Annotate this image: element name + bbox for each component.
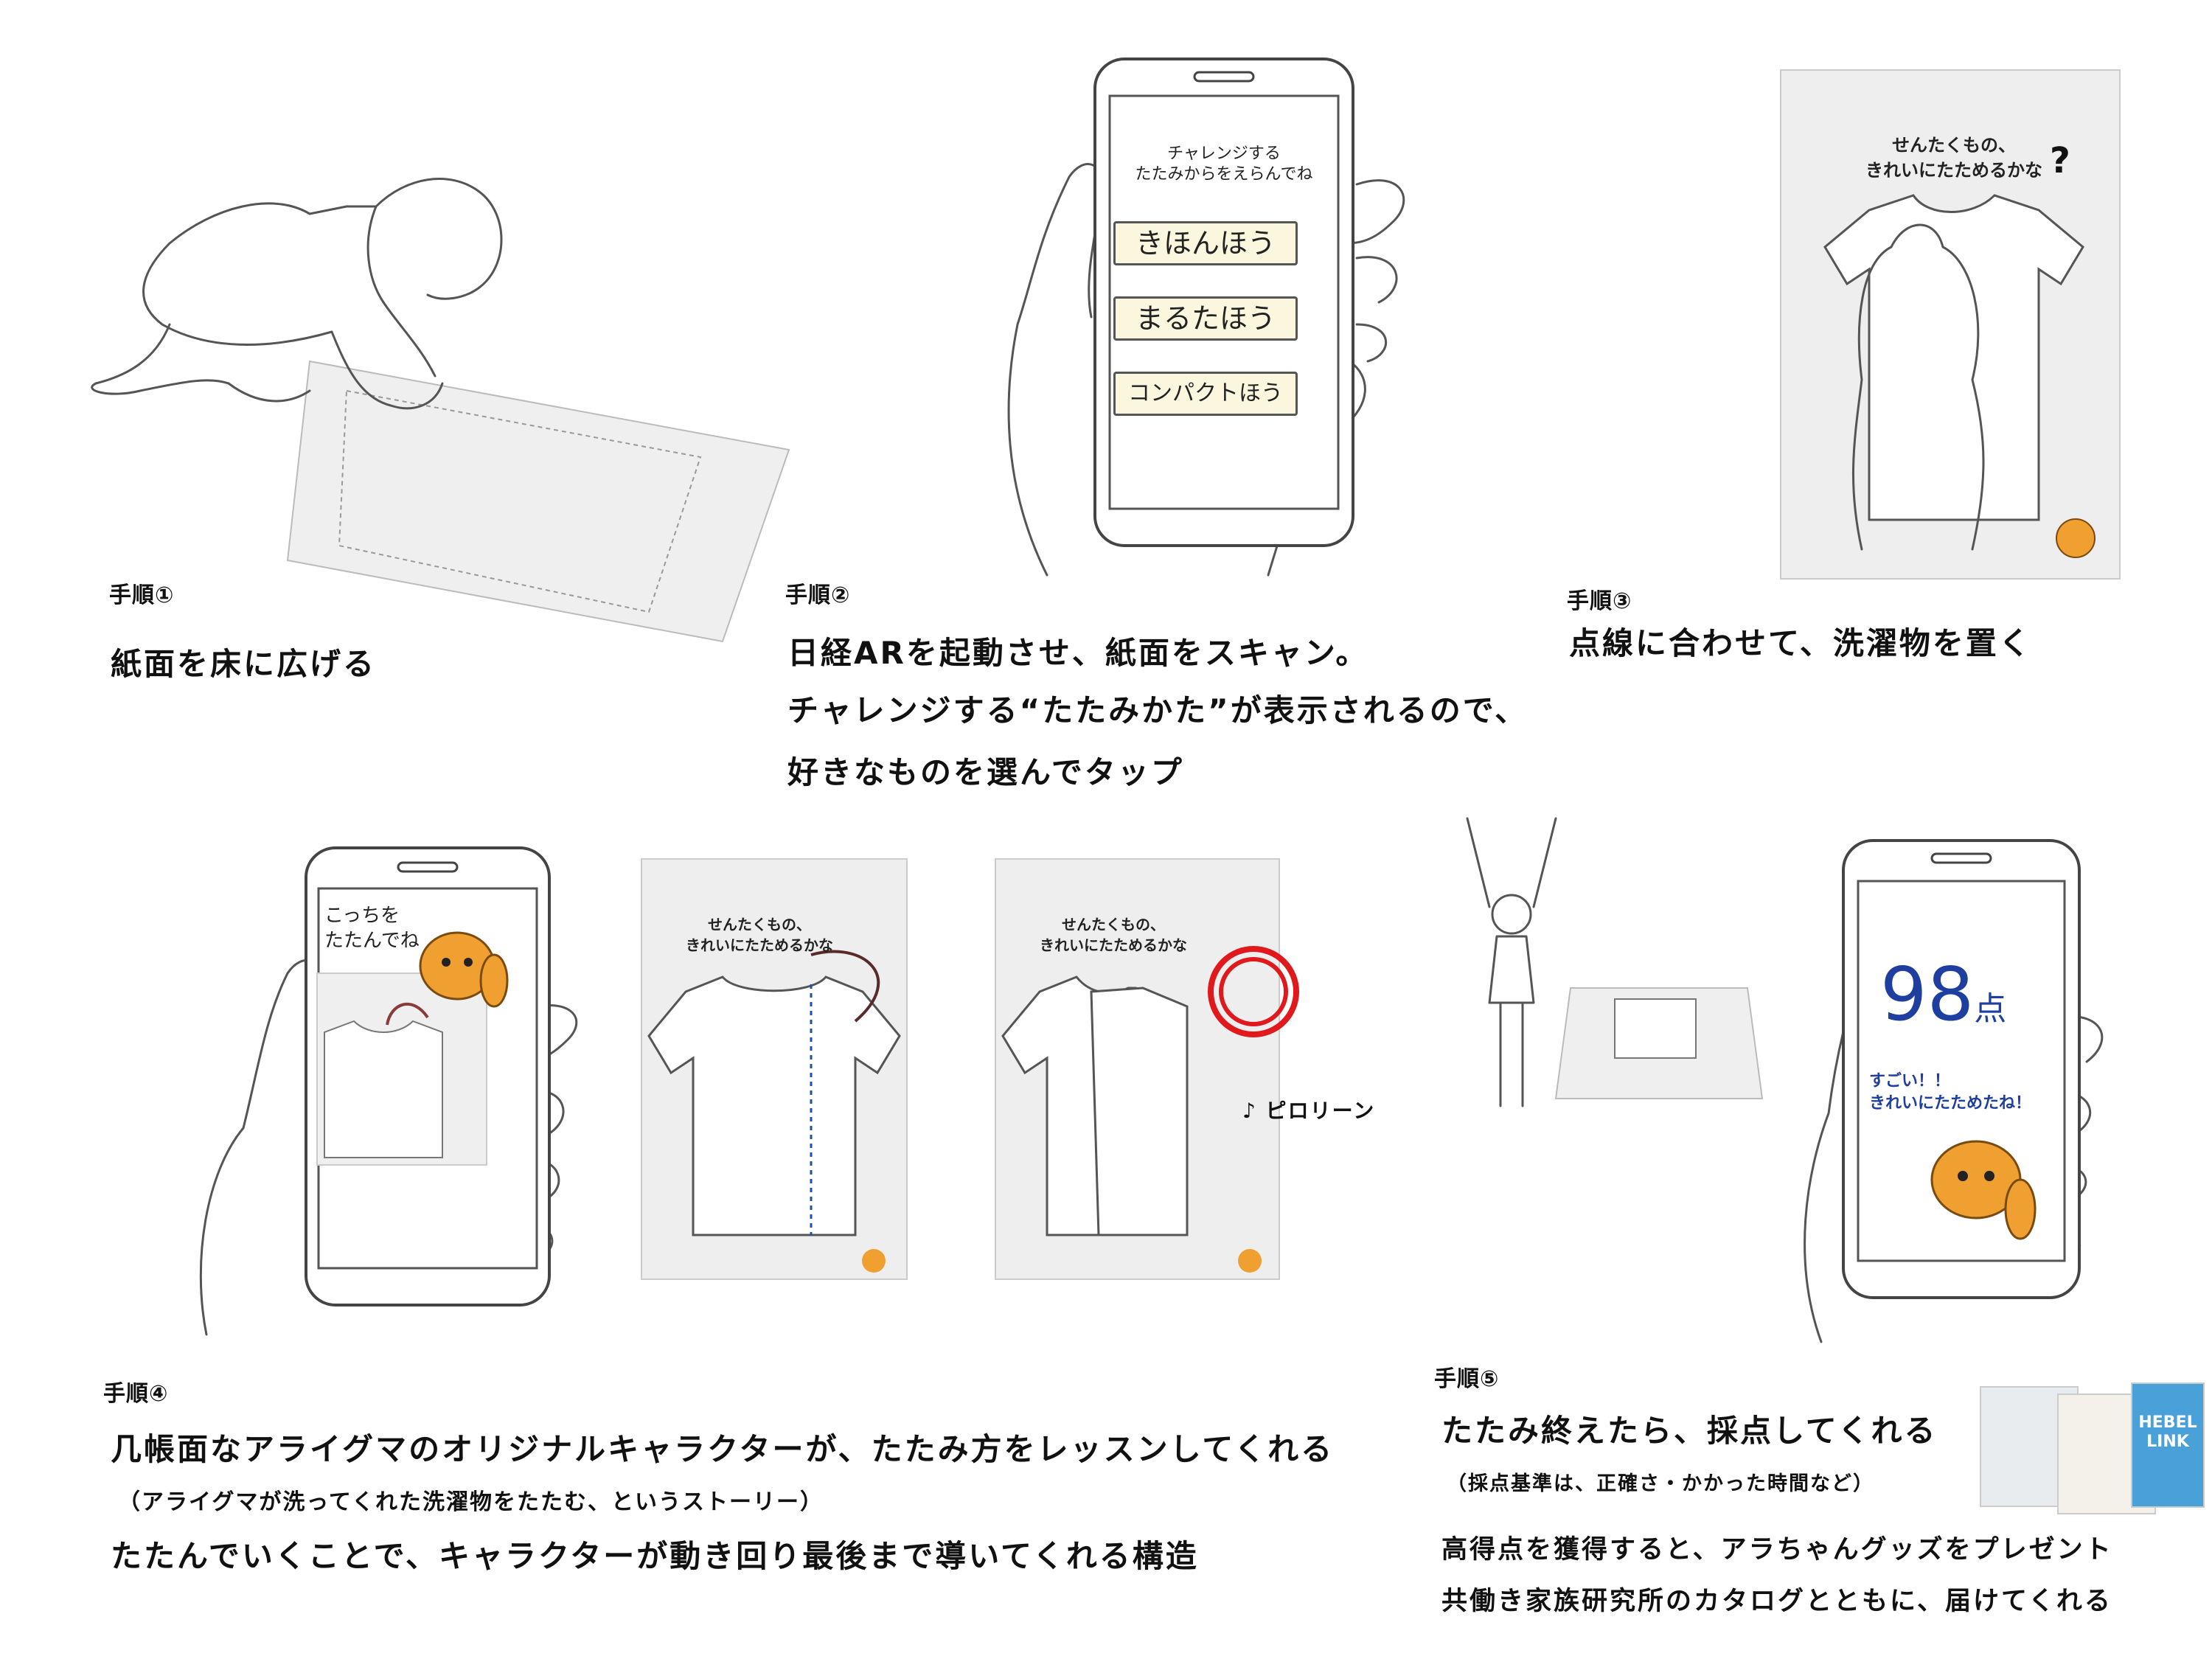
phone-prompt: チャレンジする たたみからをえらんでね [1110, 144, 1338, 185]
kihon-button[interactable]: きほんほう [1113, 221, 1298, 265]
praise-line1: すごい！！ [1869, 1072, 1951, 1090]
step1-text: 紙面を床に広げる [111, 646, 377, 682]
step2-text-line1: 日経ARを起動させ、紙面をスキャン。 [787, 635, 1369, 671]
step4-hand-phone [199, 846, 578, 1336]
praise-line2: きれいにたためたね！ [1869, 1094, 2032, 1113]
step1-illustration [91, 178, 790, 643]
step4-poster-b-title: せんたくもの、 きれいにたためるかな [1003, 914, 1224, 956]
step2-text-line2: チャレンジする“たたみかた”が表示されるので、 [787, 692, 1528, 728]
step4-text-line2: たたんでいくことで、キャラクターが動き回り最後まで導いてくれる構造 [111, 1538, 1199, 1574]
step3-poster [1780, 69, 2121, 580]
step4-phone-text: こっちを たたんでね [324, 903, 435, 953]
step3-label: 手順③ [1567, 588, 1632, 614]
step5-text-line1: たたみ終えたら、採点してくれる [1441, 1413, 1938, 1449]
score-number: 98 [1880, 951, 1975, 1037]
score-display: 98点 [1880, 951, 2006, 1037]
step4-poster-b-title-line1: せんたくもの、 [1062, 916, 1165, 933]
step2-label: 手順② [785, 582, 851, 608]
step5-note: （採点基準は、正確さ・かかった時間など） [1447, 1472, 1874, 1495]
catalog-brand: HEBEL LINK [2138, 1413, 2197, 1451]
sound-label: ♪ ピロリーン [1242, 1099, 1376, 1123]
step4-poster-b-title-line2: きれいにたためるかな [1040, 936, 1187, 954]
praise-text: すごい！！ きれいにたためたね！ [1869, 1071, 2061, 1115]
step4-label: 手順④ [103, 1381, 169, 1407]
success-ring-icon [1208, 946, 1299, 1037]
compact-button[interactable]: コンパクトほう [1113, 372, 1298, 416]
step3-poster-title-line2: きれいにたためるかな [1865, 160, 2042, 181]
step5-text-line3: 共働き家族研究所のカタログとともに、届けてくれる [1441, 1587, 2112, 1616]
step3-text: 点線に合わせて、洗濯物を置く [1569, 625, 2032, 661]
step5-girl-and-mat [1466, 817, 1764, 1107]
step4-poster-a [641, 858, 908, 1280]
step4-poster-a-title-line2: きれいにたためるかな [686, 936, 833, 954]
step1-label: 手順① [109, 582, 175, 608]
step4-text-line1: 几帳面なアライグマのオリジナルキャラクターが、たたみ方をレッスンしてくれる [111, 1431, 1335, 1467]
score-unit: 点 [1974, 990, 2007, 1028]
step5-hand-phone [1804, 839, 2104, 1343]
step4-note: （アライグマが洗ってくれた洗濯物をたたむ、というストーリー） [118, 1489, 824, 1515]
step3-poster-title-line1: せんたくもの、 [1892, 135, 2016, 156]
catalog-image-3: HEBEL LINK [2131, 1382, 2205, 1508]
step4-phone-text-line1: こっちを [324, 905, 400, 927]
phone-prompt-line1: チャレンジする [1167, 145, 1281, 163]
step4-poster-b [995, 858, 1280, 1280]
phone-prompt-line2: たたみからをえらんでね [1135, 165, 1313, 184]
step3-poster-title: せんたくもの、 きれいにたためるかな [1821, 133, 2087, 183]
step5-text-line2: 高得点を獲得すると、アラちゃんグッズをプレゼント [1441, 1535, 2113, 1565]
step4-poster-a-title-line1: せんたくもの、 [708, 916, 811, 933]
step5-label: 手順⑤ [1434, 1366, 1500, 1392]
question-mark-icon: ? [2050, 140, 2070, 181]
maruta-button[interactable]: まるたほう [1113, 296, 1298, 341]
step4-poster-a-title: せんたくもの、 きれいにたためるかな [649, 914, 870, 956]
step4-phone-text-line2: たたんでね [324, 930, 420, 952]
step2-text-line3: 好きなものを選んでタップ [787, 754, 1184, 790]
